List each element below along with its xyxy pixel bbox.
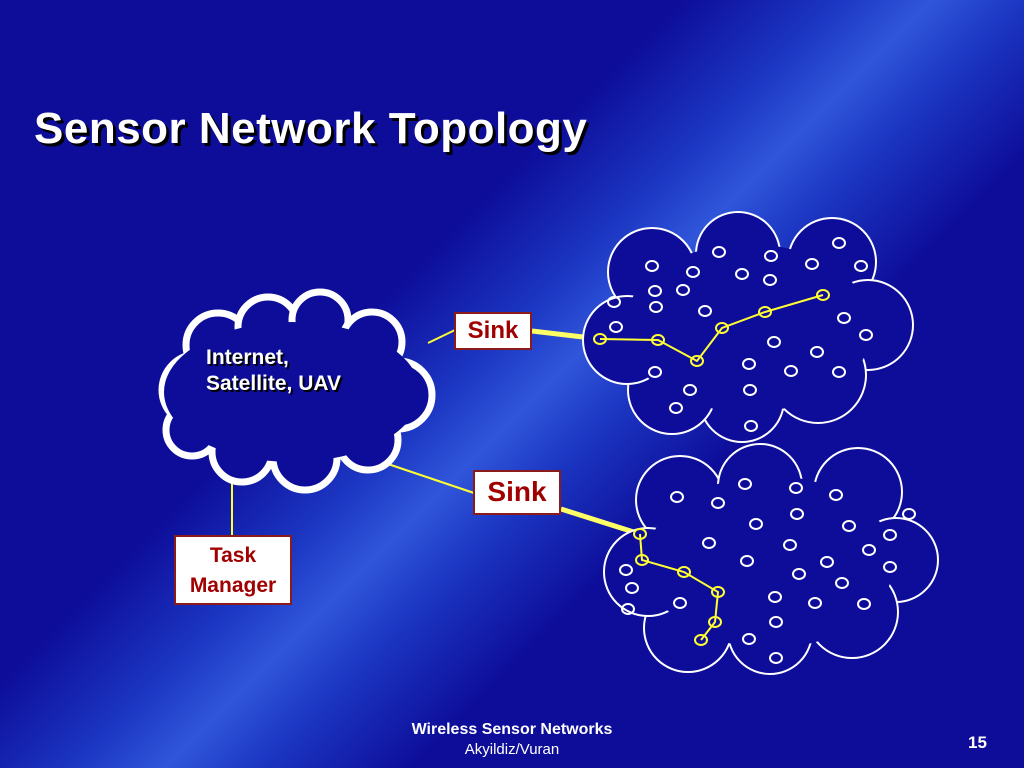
sensor-node [619, 564, 633, 576]
relay-node [758, 306, 772, 318]
sensor-node [767, 336, 781, 348]
sensor-node [857, 598, 871, 610]
sensor-node [854, 260, 868, 272]
sensor-node [902, 508, 916, 520]
sensor-node [670, 491, 684, 503]
sensor-node [790, 508, 804, 520]
sensor-node [763, 274, 777, 286]
sensor-node [735, 268, 749, 280]
relay-node [711, 586, 725, 598]
footer-course-title: Wireless Sensor Networks [411, 721, 613, 738]
sensor-node [769, 616, 783, 628]
sensor-node [742, 358, 756, 370]
sink-node [633, 528, 647, 540]
sensor-node [784, 365, 798, 377]
sensor-node [648, 366, 662, 378]
sensor-node [669, 402, 683, 414]
sensor-node [789, 482, 803, 494]
slide-footer: Wireless Sensor Networks Akyildiz/Vuran [384, 720, 640, 760]
relay-node [690, 355, 704, 367]
sensor-node [673, 597, 687, 609]
sensor-node [862, 544, 876, 556]
sensor-node [607, 296, 621, 308]
routing-nodes-top [593, 289, 830, 367]
sensor-node [764, 250, 778, 262]
sensor-node [740, 555, 754, 567]
sensor-node [832, 366, 846, 378]
sensor-node [621, 603, 635, 615]
sensor-node [835, 577, 849, 589]
sensor-node [749, 518, 763, 530]
sensor-node [711, 497, 725, 509]
sensor-node [769, 652, 783, 664]
sensor-node [712, 246, 726, 258]
sensor-node [648, 285, 662, 297]
sensor-node [609, 321, 623, 333]
sensor-field-bottom-fill [646, 476, 894, 648]
task-manager-box: Task Manager [174, 535, 292, 605]
sensor-node [829, 489, 843, 501]
sink-bottom-box: Sink [473, 470, 561, 515]
cloud-label-line2: Satellite, UAV [206, 372, 341, 395]
relay-node [651, 334, 665, 346]
sensor-node [702, 537, 716, 549]
sensor-node [698, 305, 712, 317]
link-sink-bottom-to-field [560, 506, 641, 537]
sensor-node [808, 597, 822, 609]
sensor-node [805, 258, 819, 270]
sensor-node [768, 591, 782, 603]
sensor-node [738, 478, 752, 490]
sensor-node [810, 346, 824, 358]
sensor-node [676, 284, 690, 296]
sensor-node [820, 556, 834, 568]
link-cloud-to-sink-bottom [384, 462, 475, 494]
relay-node [677, 566, 691, 578]
page-number: 15 [968, 733, 987, 752]
internet-cloud-label: Internet, Satellite, UAV [206, 345, 341, 397]
internet-cloud-fill [164, 322, 420, 462]
sensor-node [783, 539, 797, 551]
cloud-label-line1: Internet, [206, 346, 289, 369]
sensor-node [842, 520, 856, 532]
sensor-node [683, 384, 697, 396]
sensor-node [883, 529, 897, 541]
source-node [694, 634, 708, 646]
sensor-node [859, 329, 873, 341]
slide-title: Sensor Network Topology [34, 104, 588, 153]
sensor-node [744, 420, 758, 432]
task-manager-line1: Task [209, 544, 257, 567]
sink-node [593, 333, 607, 345]
relay-node [708, 616, 722, 628]
top-field-routing-path [599, 294, 824, 363]
sensor-node [883, 561, 897, 573]
sensor-node [743, 384, 757, 396]
sensor-node [649, 301, 663, 313]
sensor-node [686, 266, 700, 278]
sensor-field-top-fill [624, 244, 872, 412]
relay-node [635, 554, 649, 566]
routing-nodes-bottom [633, 528, 725, 646]
task-manager-line2: Manager [189, 574, 277, 597]
sensor-nodes-top [607, 237, 873, 432]
sensor-nodes-bottom [619, 478, 916, 664]
footer-authors: Akyildiz/Vuran [464, 741, 560, 758]
sensor-node [742, 633, 756, 645]
source-node [816, 289, 830, 301]
sink-top-box: Sink [454, 312, 532, 350]
sensor-node [837, 312, 851, 324]
link-cloud-to-sink-top [427, 329, 456, 344]
sensor-node [645, 260, 659, 272]
relay-node [715, 322, 729, 334]
sensor-node [832, 237, 846, 249]
sensor-node [625, 582, 639, 594]
sensor-node [792, 568, 806, 580]
